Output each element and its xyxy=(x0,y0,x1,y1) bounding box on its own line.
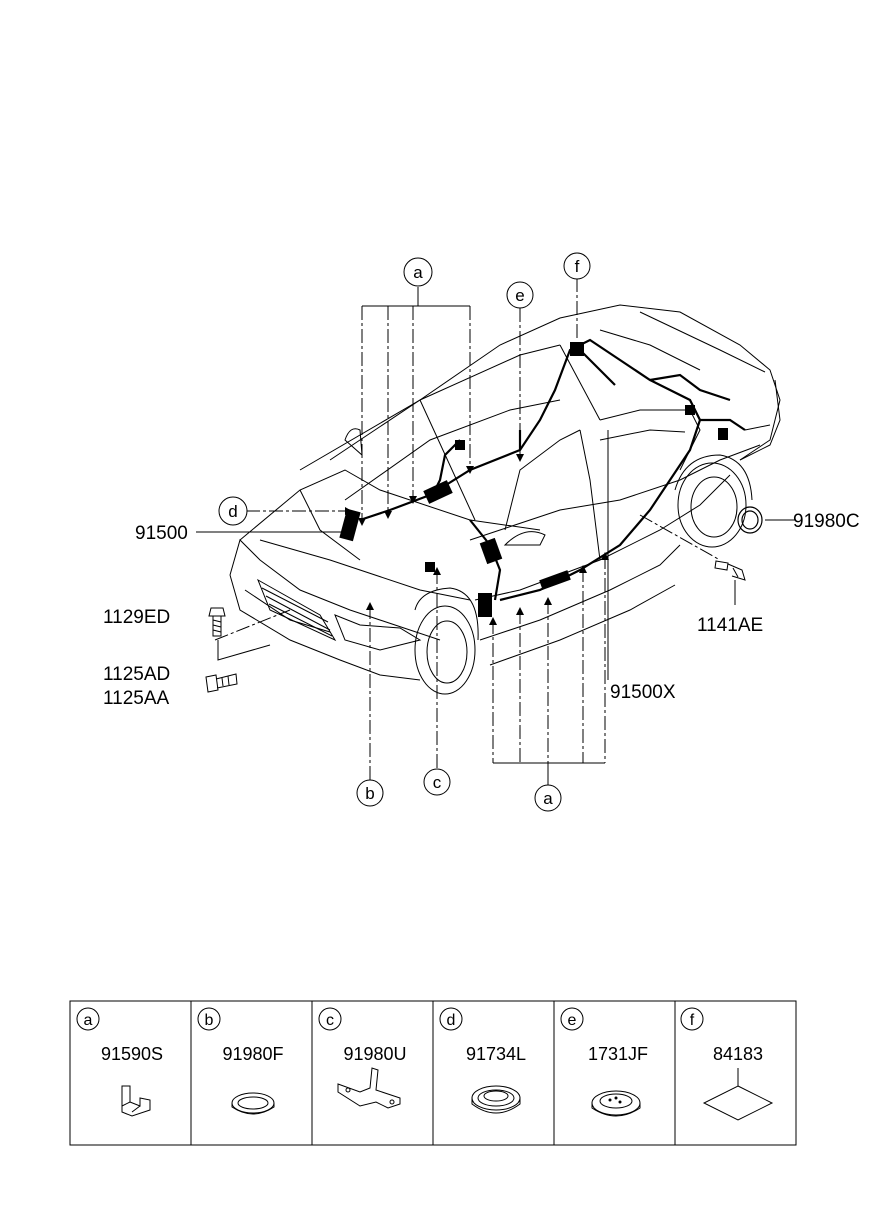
callout-a-top: a xyxy=(403,257,433,287)
label-1125AA: 1125AA xyxy=(103,688,170,709)
callout-b-label: b xyxy=(365,784,374,803)
label-91500X: 91500X xyxy=(610,682,676,703)
callout-f: f xyxy=(563,252,591,280)
legend-letter-c: c xyxy=(326,1012,334,1029)
legend-cell-b: b 91980F xyxy=(197,1007,284,1115)
callout-f-label: f xyxy=(575,257,580,276)
pad-diamond-icon xyxy=(702,1068,774,1121)
legend-code-a: 91590S xyxy=(101,1044,163,1064)
callout-e: e xyxy=(506,281,534,309)
callout-e-label: e xyxy=(515,286,524,305)
legend-code-b: 91980F xyxy=(222,1044,283,1064)
arrow-heads xyxy=(345,454,609,625)
mounting-bracket-icon xyxy=(337,1067,401,1109)
legend-code-e: 1731JF xyxy=(588,1044,648,1064)
grommet-91980C-icon xyxy=(737,506,763,534)
callout-a-top-label: a xyxy=(413,263,423,282)
callout-a-bottom: a xyxy=(534,784,562,812)
leader-lines xyxy=(214,278,721,780)
legend-cell-f: f 84183 xyxy=(680,1007,774,1121)
bolt-1129ED-icon xyxy=(208,607,226,637)
legend-cell-d: d 91734L xyxy=(439,1007,526,1114)
legend-letter-f: f xyxy=(690,1012,695,1029)
label-1125AD: 1125AD xyxy=(103,664,170,685)
wiring-harness xyxy=(359,338,746,602)
bolt-1141AE-icon xyxy=(714,560,746,581)
legend-cell-a: a 91590S xyxy=(76,1007,163,1117)
legend-letter-b: b xyxy=(205,1012,214,1029)
legend-cell-e: e 1731JF xyxy=(560,1007,648,1117)
legend-letter-e: e xyxy=(568,1012,577,1029)
legend-code-d: 91734L xyxy=(466,1044,526,1064)
clip-bracket-icon xyxy=(121,1085,151,1117)
label-1129ED: 1129ED xyxy=(103,607,170,628)
label-91500: 91500 xyxy=(135,523,188,544)
grommet-ring-icon xyxy=(231,1092,275,1115)
callout-d: d xyxy=(218,496,248,526)
bolt-1125AD-icon xyxy=(205,673,238,693)
callout-c: c xyxy=(423,768,451,796)
connectors xyxy=(339,342,728,617)
legend-code-c: 91980U xyxy=(343,1044,406,1064)
callout-a-bottom-label: a xyxy=(543,789,553,808)
car-illustration xyxy=(229,304,781,695)
callout-b: b xyxy=(356,779,384,807)
legend-cell-c: c 91980U xyxy=(318,1007,407,1109)
plug-cap-icon xyxy=(591,1090,641,1117)
legend-code-f: 84183 xyxy=(713,1044,763,1064)
parts-legend-table: a 91590S b 91980F c 91980U xyxy=(69,1000,797,1146)
bracket-lines xyxy=(196,287,795,785)
legend-letter-d: d xyxy=(447,1012,456,1029)
label-91980C: 91980C xyxy=(793,511,860,532)
callout-c-label: c xyxy=(433,773,442,792)
grommet-large-icon xyxy=(471,1085,521,1114)
label-1141AE: 1141AE xyxy=(697,615,763,636)
callout-d-label: d xyxy=(228,502,237,521)
legend-letter-a: a xyxy=(84,1012,93,1029)
